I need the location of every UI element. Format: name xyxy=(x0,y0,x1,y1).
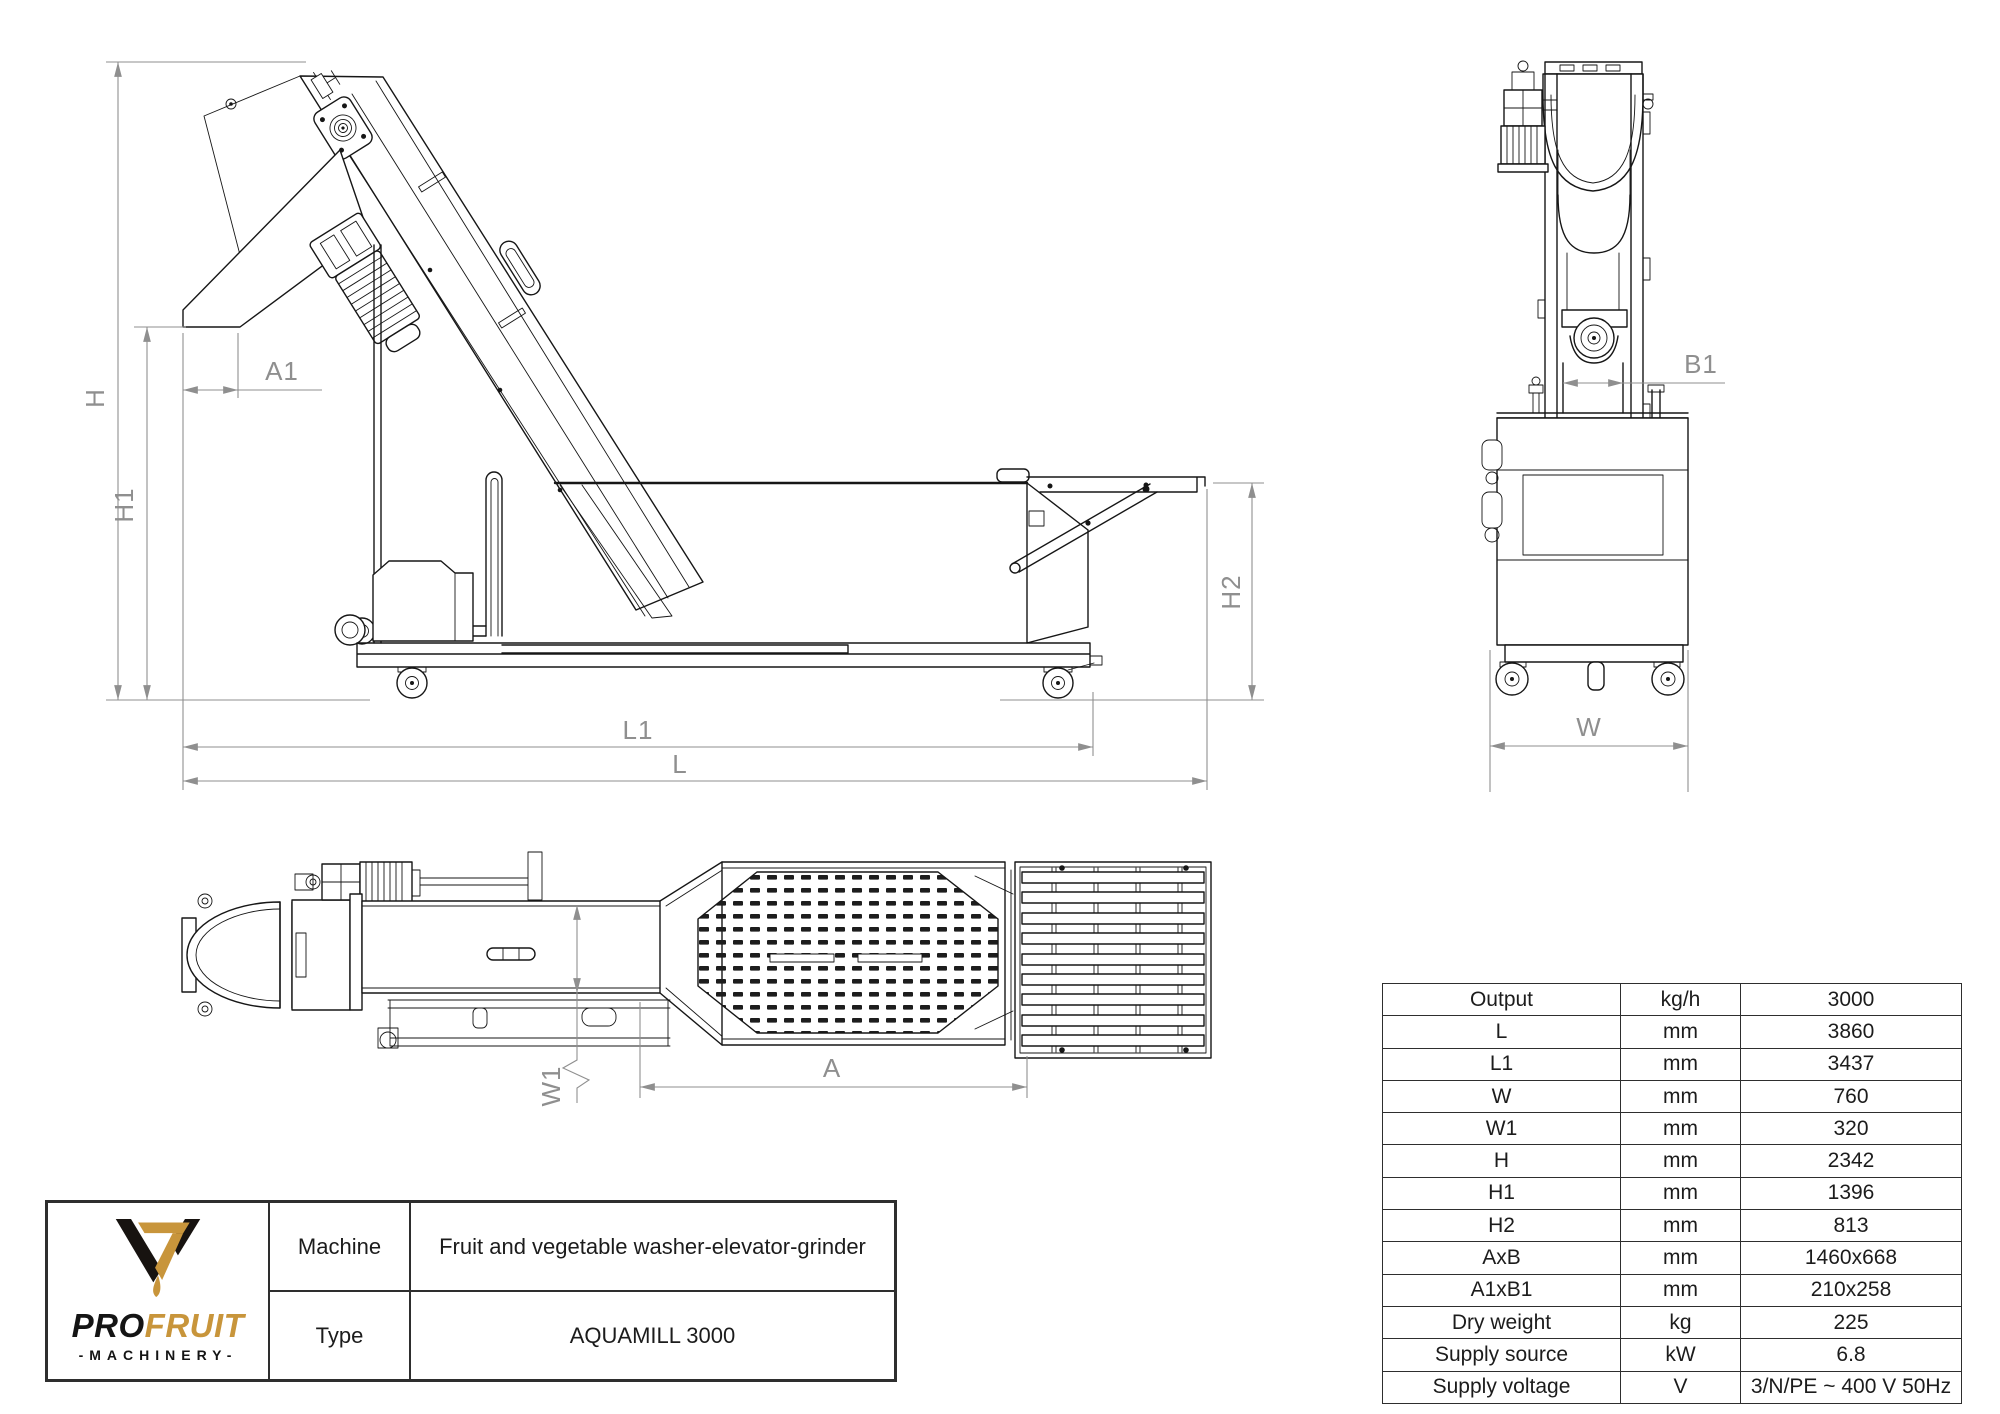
top-view xyxy=(181,851,1212,1059)
spec-value: 2342 xyxy=(1740,1144,1962,1178)
machine-value: Fruit and vegetable washer-elevator-grin… xyxy=(410,1202,895,1291)
conveyor-plan xyxy=(361,900,661,994)
logo-text-fruit: FRUIT xyxy=(144,1307,245,1344)
spec-value: 760 xyxy=(1740,1079,1962,1114)
front-tank xyxy=(1496,412,1689,646)
spec-unit: mm xyxy=(1620,1047,1741,1081)
spec-unit: kg/h xyxy=(1620,982,1741,1017)
title-block: PROFRUIT -MACHINERY- Machine Fruit and v… xyxy=(45,1200,897,1382)
spec-param: L xyxy=(1382,1015,1621,1049)
spec-unit: mm xyxy=(1620,1144,1741,1178)
spec-value: 225 xyxy=(1740,1305,1962,1340)
spec-value: 3000 xyxy=(1740,982,1962,1017)
spec-param: H1 xyxy=(1382,1176,1621,1211)
spec-param: A1xB1 xyxy=(1382,1273,1621,1307)
dimensions: H H1 A1 L1 L H2 B1 W W1 A xyxy=(80,61,1725,1107)
spec-value: 3437 xyxy=(1740,1047,1962,1081)
grid-tray-plan xyxy=(1014,861,1212,1059)
spec-param: Supply voltage xyxy=(1382,1370,1621,1404)
spec-param: Dry weight xyxy=(1382,1305,1621,1340)
spec-unit: mm xyxy=(1620,1241,1741,1275)
dim-label-l: L xyxy=(672,749,687,779)
spec-param: W xyxy=(1382,1079,1621,1114)
spec-value: 3/N/PE ~ 400 V 50Hz xyxy=(1740,1370,1962,1404)
elevator-conveyor xyxy=(299,75,704,611)
spec-unit: kW xyxy=(1620,1338,1741,1372)
side-view xyxy=(182,70,1206,699)
head-bearing xyxy=(313,96,373,160)
logo: PROFRUIT -MACHINERY- xyxy=(47,1202,269,1380)
spec-unit: mm xyxy=(1620,1273,1741,1307)
spec-value: 1396 xyxy=(1740,1176,1962,1211)
dim-label-b1: B1 xyxy=(1684,349,1718,379)
dim-label-h1: H1 xyxy=(109,487,139,522)
dim-label-h2: H2 xyxy=(1216,574,1246,609)
profruit-logo-icon xyxy=(115,1219,201,1298)
spec-value: 813 xyxy=(1740,1209,1962,1243)
spec-unit: mm xyxy=(1620,1112,1741,1146)
spec-param: L1 xyxy=(1382,1047,1621,1081)
spec-param: Supply source xyxy=(1382,1338,1621,1372)
spec-param: W1 xyxy=(1382,1112,1621,1146)
front-motor xyxy=(1497,60,1558,173)
hopper-dome xyxy=(1542,73,1644,192)
type-value: AQUAMILL 3000 xyxy=(410,1291,895,1380)
spec-param: H xyxy=(1382,1144,1621,1178)
head-cover-plan xyxy=(186,901,281,1009)
caster-wheel xyxy=(1042,655,1103,699)
washer-tank xyxy=(553,468,1089,644)
spec-value: 1460x668 xyxy=(1740,1241,1962,1275)
front-view xyxy=(1481,60,1689,696)
dim-label-a: A xyxy=(823,1053,841,1083)
spec-param: AxB xyxy=(1382,1241,1621,1275)
handle xyxy=(499,240,541,296)
spec-value: 320 xyxy=(1740,1112,1962,1146)
machine-label: Machine xyxy=(269,1202,410,1291)
spec-value: 3860 xyxy=(1740,1015,1962,1049)
logo-text-machinery: -MACHINERY- xyxy=(78,1347,238,1363)
caster-wheel xyxy=(396,666,428,699)
spec-param: Output xyxy=(1382,982,1621,1017)
logo-wordmark: PROFRUIT xyxy=(72,1309,245,1342)
spec-unit: mm xyxy=(1620,1015,1741,1049)
dim-label-w: W xyxy=(1576,712,1602,742)
dim-label-h: H xyxy=(80,388,110,408)
elevator-motor xyxy=(309,212,421,353)
spec-unit: mm xyxy=(1620,1209,1741,1243)
spec-unit: kg xyxy=(1620,1305,1741,1340)
type-label: Type xyxy=(269,1291,410,1380)
dim-label-l1: L1 xyxy=(623,715,654,745)
spec-unit: mm xyxy=(1620,1176,1741,1211)
side-tray xyxy=(1009,476,1206,574)
logo-text-pro: PRO xyxy=(71,1307,145,1344)
perforated-screen xyxy=(697,871,999,1034)
top-motor xyxy=(294,851,543,905)
spec-unit: V xyxy=(1620,1370,1741,1404)
spec-param: H2 xyxy=(1382,1209,1621,1243)
tension-bracket xyxy=(310,70,341,101)
dim-label-w1: W1 xyxy=(536,1066,566,1107)
dim-label-a1: A1 xyxy=(265,356,299,386)
spec-value: 210x258 xyxy=(1740,1273,1962,1307)
spec-value: 6.8 xyxy=(1740,1338,1962,1372)
pump xyxy=(372,560,474,642)
spec-unit: mm xyxy=(1620,1079,1741,1114)
